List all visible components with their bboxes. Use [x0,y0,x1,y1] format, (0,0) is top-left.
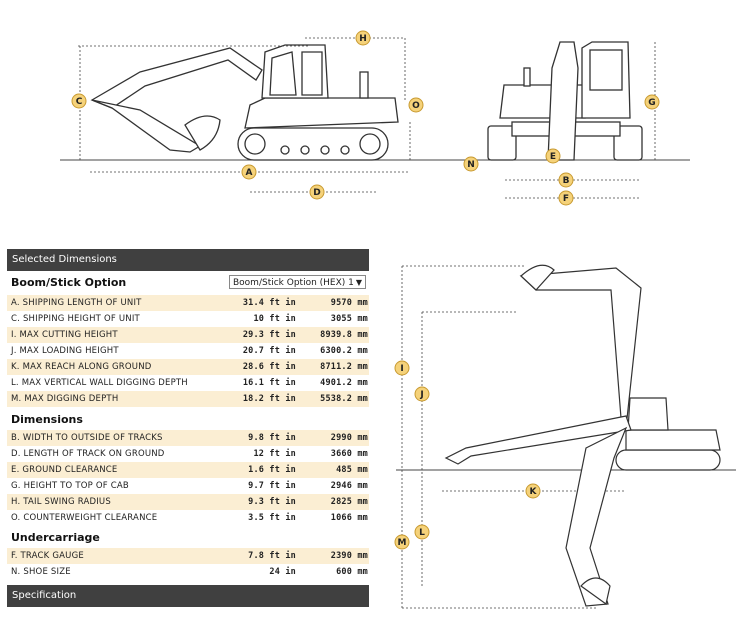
label-a: A [246,168,253,178]
table-row: L. Max vertical wall digging depth16.1 f… [7,375,369,391]
boom-option-select[interactable]: Boom/Stick Option (HEX) 1 ▼ [229,275,366,289]
table-row: D. Length of track on ground12 ft in3660… [7,446,369,462]
label-f: F [563,194,569,204]
undercarriage-section-title: Undercarriage [11,531,100,544]
label-i: I [400,364,403,374]
table-row: K. Max reach along ground28.6 ft in8711.… [7,359,369,375]
label-c: C [76,97,83,107]
dropdown-arrow-icon: ▼ [355,278,362,287]
boom-section-title: Boom/Stick Option [11,276,127,289]
label-o: O [412,101,420,111]
reach-envelope-diagram: I J K L M [394,264,736,609]
excavator-front-view [487,41,643,161]
table-row: A. Shipping length of unit31.4 ft in9570… [7,295,369,311]
excavator-dimension-diagram: H C O A D G N E B F [60,30,690,206]
label-l: L [419,528,425,538]
label-b: B [563,176,570,186]
boom-section-header: Boom/Stick Option Boom/Stick Option (HEX… [7,273,369,293]
label-m: M [398,538,407,548]
general-dimension-table: B. Width to outside of tracks9.8 ft in29… [7,430,369,526]
selected-dimensions-header: Selected Dimensions [7,249,369,271]
excavator-side-view [90,44,399,161]
boom-option-value: Boom/Stick Option (HEX) 1 [233,278,354,288]
dimensions-section-title: Dimensions [11,413,83,426]
table-row: B. Width to outside of tracks9.8 ft in29… [7,430,369,446]
specification-footer[interactable]: Specification [7,585,369,607]
label-h: H [359,34,367,44]
table-row: O. Counterweight clearance3.5 ft in1066 … [7,510,369,526]
reach-badges: I J K L M [394,360,541,550]
label-j: J [419,390,423,400]
label-n: N [467,160,475,170]
label-k: K [530,487,538,497]
label-d: D [313,188,320,198]
dimension-badges: H C O A D G N E B F [71,30,660,206]
label-g: G [648,98,655,108]
label-e: E [550,152,556,162]
boom-dimension-table: A. Shipping length of unit31.4 ft in9570… [7,295,369,407]
